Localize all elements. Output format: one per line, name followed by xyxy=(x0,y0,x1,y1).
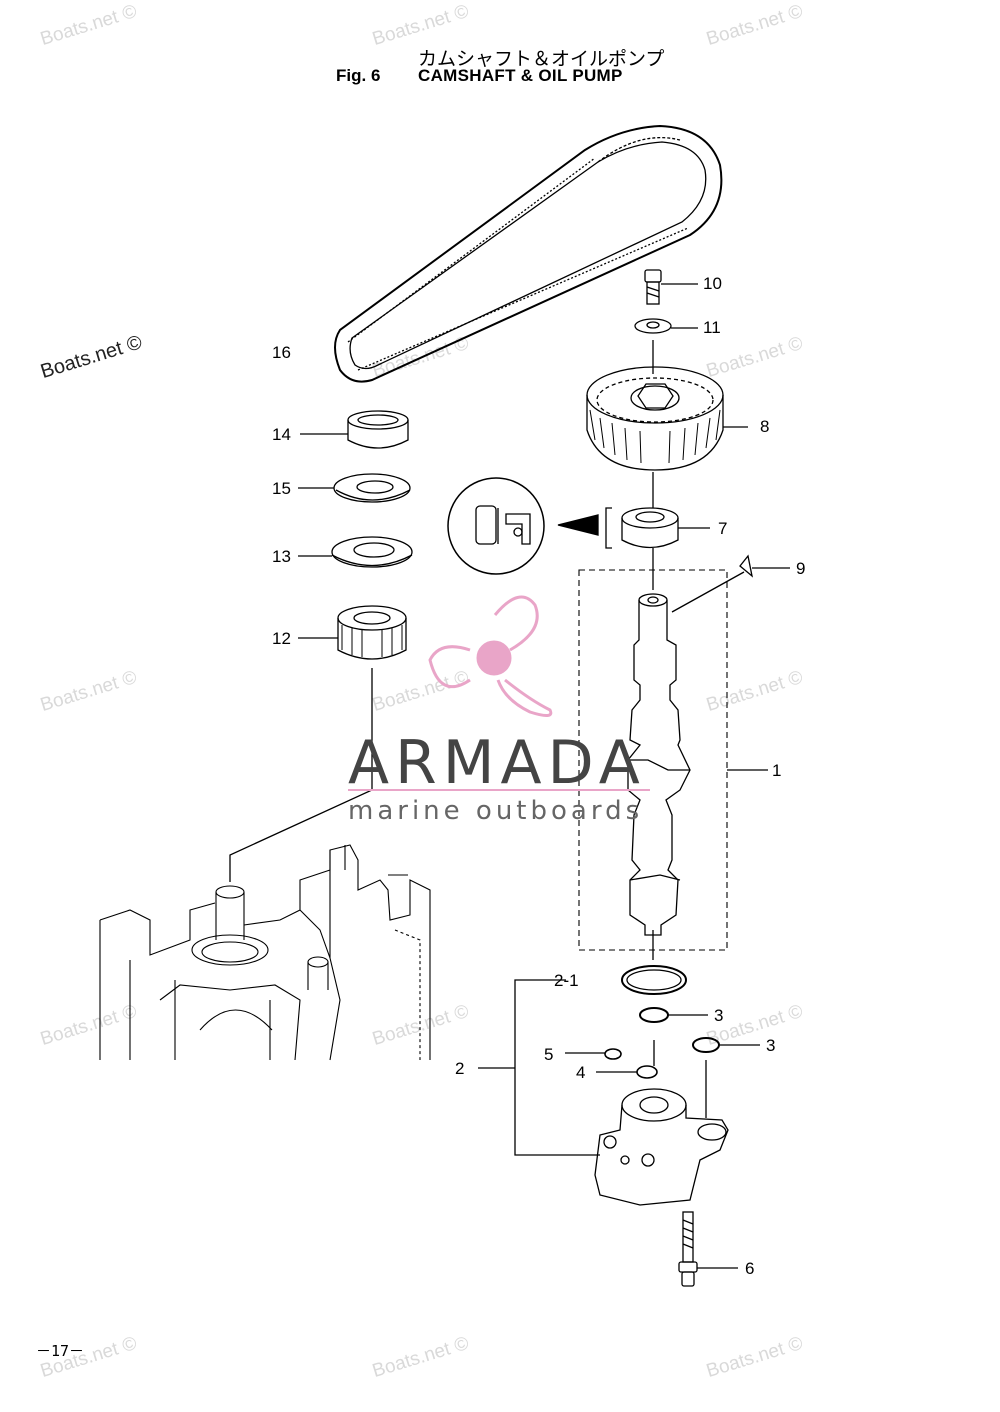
figure-title-japanese: カムシャフト＆オイルポンプ xyxy=(418,48,665,70)
callout-16: 16 xyxy=(272,343,291,362)
callout-4: 4 xyxy=(576,1063,586,1082)
callout-9: 9 xyxy=(796,559,806,578)
callout-2-1: 2-1 xyxy=(554,971,579,990)
figure-title: CAMSHAFT & OIL PUMP xyxy=(418,66,623,85)
callout-1: 1 xyxy=(772,761,782,780)
plate-part-13 xyxy=(298,536,413,568)
callout-13: 13 xyxy=(272,547,291,566)
callout-2: 2 xyxy=(455,1059,465,1078)
bolt-part-10 xyxy=(644,269,698,305)
washer-part-11 xyxy=(634,318,698,334)
brand-tagline: marine outboards xyxy=(348,796,644,826)
callout-14: 14 xyxy=(272,425,291,444)
timing-belt xyxy=(334,124,723,383)
callout-10: 10 xyxy=(703,274,722,293)
crankcase-block xyxy=(99,844,431,1061)
bolt-part-6 xyxy=(678,1211,738,1287)
callout-12: 12 xyxy=(272,629,291,648)
oil-pump-body xyxy=(594,1040,729,1206)
callout-5: 5 xyxy=(544,1045,554,1064)
brand-name: ARMADA xyxy=(348,728,646,798)
o-ring-part-3 xyxy=(639,1007,760,1053)
oil-pump-bracket-part-2 xyxy=(478,979,600,1156)
o-ring-part-4 xyxy=(596,1065,658,1079)
collar-part-14 xyxy=(300,410,409,449)
o-ring-part-5 xyxy=(565,1048,622,1060)
page-number: －17－ xyxy=(36,1342,85,1360)
figure-number: Fig. 6 xyxy=(336,66,381,85)
oil-seal-part-7 xyxy=(621,507,710,549)
callout-6: 6 xyxy=(745,1259,755,1278)
crankshaft-sprocket-part-12 xyxy=(298,605,407,735)
camshaft-part-1 xyxy=(578,569,768,951)
detail-callout-circle xyxy=(447,477,612,575)
callout-7: 7 xyxy=(718,519,728,538)
key-part-9 xyxy=(671,554,790,613)
callout-15: 15 xyxy=(272,479,291,498)
plate-part-15 xyxy=(298,473,411,503)
callout-3: 3 xyxy=(714,1006,724,1025)
o-ring-part-2-1 xyxy=(621,965,687,995)
callout-8: 8 xyxy=(760,417,770,436)
callout-3-second: 3 xyxy=(766,1036,776,1055)
camshaft-pulley-part-8 xyxy=(586,366,748,471)
callout-11: 11 xyxy=(703,318,721,337)
brand-logo-propeller xyxy=(428,595,553,717)
